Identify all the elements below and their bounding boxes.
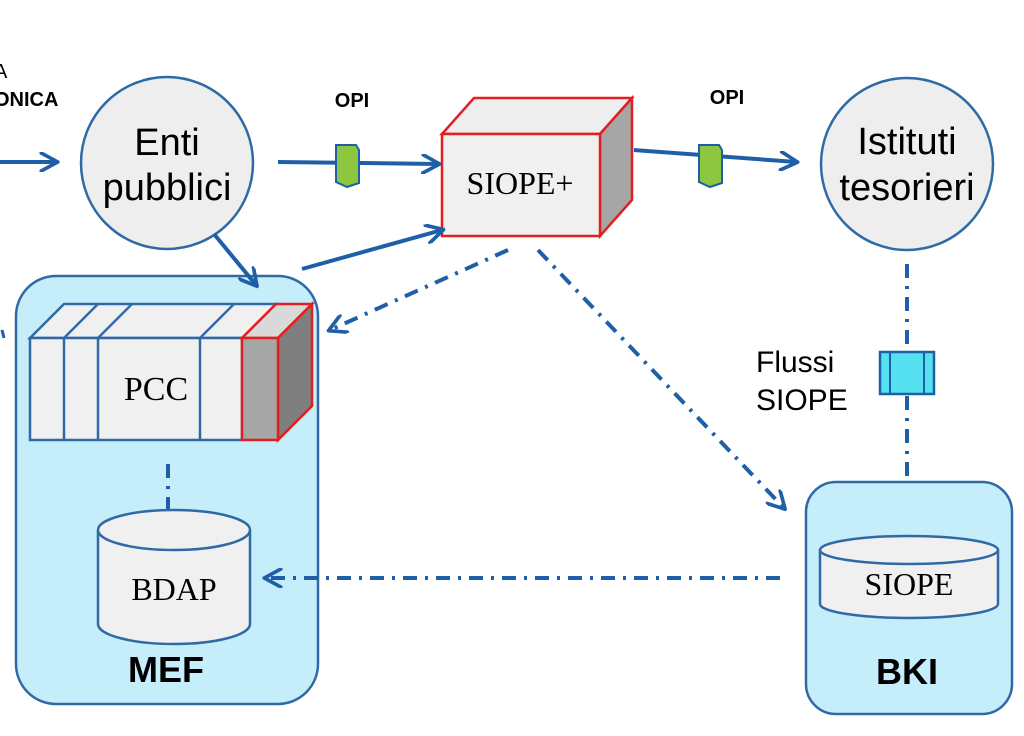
opi-document-icon-right: [698, 144, 723, 189]
left-edge-label-line1: A: [0, 61, 8, 83]
opi-label-right: OPI: [710, 87, 744, 109]
flussi-siope-icon: [878, 350, 936, 396]
bdap-label: BDAP: [131, 571, 216, 607]
arrow-mef-to-siope-plus: [301, 230, 442, 271]
pcc-highlight-segment: [238, 300, 316, 444]
enti-label-line2: pubblici: [103, 167, 232, 209]
left-edge-fragment: [0, 329, 6, 339]
dashed-arrow-siope-plus-to-mef: [330, 248, 509, 330]
siope-label: SIOPE: [865, 566, 954, 602]
enti-pubblici-node: [79, 75, 255, 251]
dashed-arrow-siope-plus-to-bki: [536, 248, 784, 508]
bki-label: BKI: [876, 651, 938, 692]
arrow-enti-to-mef: [212, 232, 256, 285]
siope-plus-box: [439, 94, 635, 240]
siope-database: [818, 534, 1000, 620]
bdap-database: [96, 508, 252, 646]
left-edge-label-line2: ONICA: [0, 89, 58, 111]
istituti-tesorieri-node: [819, 76, 995, 252]
istituti-label-line2: tesorieri: [839, 167, 974, 209]
flussi-label-line2: SIOPE: [756, 384, 848, 417]
flussi-label-line1: Flussi: [756, 346, 834, 379]
opi-label-left: OPI: [335, 90, 369, 112]
siope-plus-label: SIOPE+: [467, 165, 574, 201]
istituti-label-line1: Istituti: [857, 121, 956, 163]
enti-label-line1: Enti: [134, 122, 199, 164]
pcc-label: PCC: [124, 371, 188, 408]
mef-label: MEF: [128, 649, 204, 690]
opi-document-icon-left: [335, 144, 360, 189]
pcc-box: [26, 302, 280, 442]
